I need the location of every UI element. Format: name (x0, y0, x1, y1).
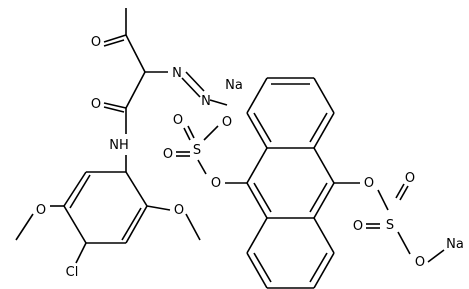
atom-sulfate2-sulfur: S (386, 218, 394, 233)
atom-sodium-1: Na (225, 78, 243, 93)
atom-sulfate1-oxygen-left: O (173, 113, 183, 128)
atom-methoxy-oxygen-left: O (36, 203, 46, 218)
atom-sulfate2-oxygen-top: O (405, 171, 415, 186)
bonds (15, 8, 445, 289)
atom-sulfate2-oxygen-na: O (415, 255, 425, 270)
atom-azo-nitrogen-1: N (172, 66, 182, 81)
atom-sodium-2: Na (446, 237, 464, 252)
atom-amide-nh: NH (109, 138, 129, 153)
atom-labels: O O NH Cl O O N N Na O O S O O O S O O O… (36, 35, 464, 280)
atom-chlorine: Cl (66, 265, 79, 280)
atom-amide-oxygen: O (91, 97, 101, 112)
atom-sulfate1-oxygen-ring: O (211, 176, 221, 191)
atom-methoxy-oxygen-right: O (174, 203, 184, 218)
atom-sulfate2-oxygen-ring: O (364, 176, 374, 191)
atom-sulfate1-oxygen-right: O (163, 147, 173, 162)
atom-ketone-oxygen: O (91, 35, 101, 50)
atom-sulfate2-oxygen-left: O (353, 219, 363, 234)
atom-sulfate1-sulfur: S (193, 143, 201, 158)
atom-azo-nitrogen-2: N (201, 94, 211, 109)
atom-sulfate1-oxygen-top: O (222, 115, 232, 130)
